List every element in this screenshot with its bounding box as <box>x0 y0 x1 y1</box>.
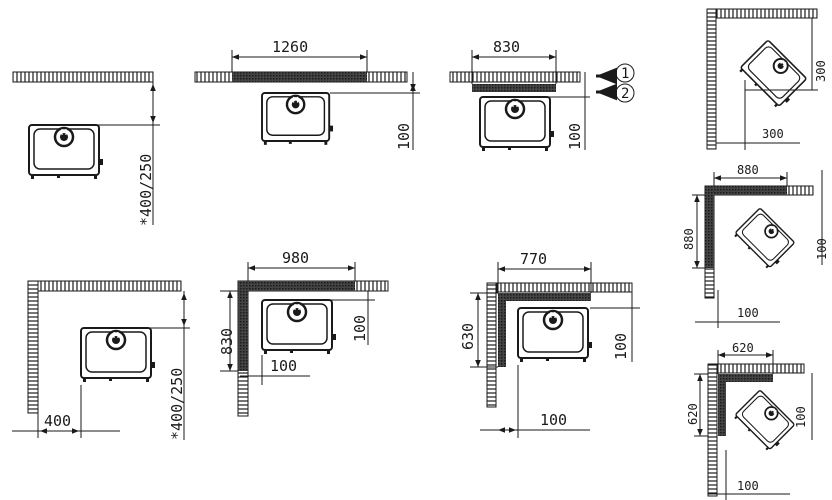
dimension-label: 100 <box>540 411 567 429</box>
heat-shield-back <box>498 293 591 301</box>
dimension-label: 100 <box>566 123 584 150</box>
callout-1: 1 <box>621 66 629 82</box>
figure-front-wall-layered: 830 100 1 2 <box>449 38 635 153</box>
heat-shield-back <box>718 374 773 382</box>
stove-icon <box>260 298 338 356</box>
heat-shield-side <box>705 186 714 268</box>
figure-front-wall-unprotected: *400/250 <box>12 71 160 226</box>
side-wall <box>707 363 718 497</box>
figure-corner-protected: 980 830 100 100 <box>218 249 389 417</box>
figure-corner-unprotected: 400 *400/250 <box>12 280 190 440</box>
heat-shield-side <box>498 293 506 367</box>
side-wall <box>27 280 39 414</box>
dimension-label: 100 <box>815 238 829 260</box>
figure-diagonal-corner-layered: 620 620 100 100 <box>686 341 813 500</box>
stove-icon <box>737 39 810 112</box>
stove-icon <box>516 306 594 364</box>
stove-icon <box>79 326 157 384</box>
dimension-label: 300 <box>814 60 828 82</box>
side-wall <box>706 8 717 150</box>
heat-shield-side <box>238 281 248 371</box>
back-wall <box>27 280 182 292</box>
side-wall <box>486 282 497 408</box>
heat-shield-back <box>248 281 355 291</box>
dimension-label: 1260 <box>272 38 308 56</box>
dimension-label: *400/250 <box>137 154 155 226</box>
dimension-label: 300 <box>762 127 784 141</box>
dimension-label: 100 <box>351 315 369 342</box>
heat-shield <box>232 72 367 82</box>
stove-icon <box>478 95 556 153</box>
heat-shield-back <box>714 186 787 195</box>
back-wall <box>707 363 805 374</box>
wall <box>12 71 154 83</box>
figure-corner-layered: 770 630 100 100 <box>459 250 640 438</box>
figure-diagonal-corner-protected: 880 880 100 100 <box>682 163 829 328</box>
dimension-label: 630 <box>459 323 477 350</box>
dimension-label: 880 <box>737 163 759 177</box>
back-wall <box>486 282 633 293</box>
dimension-label: 620 <box>732 341 754 355</box>
dimension-label: 100 <box>737 479 759 493</box>
dimension-label: 400 <box>44 412 71 430</box>
figure-diagonal-corner-unprotected: 300 300 <box>706 8 828 150</box>
dimension-label: 980 <box>282 249 309 267</box>
callout-2: 2 <box>621 86 629 102</box>
stove-icon <box>732 207 798 273</box>
dimension-label: 880 <box>682 228 696 250</box>
figure-front-wall-protected: 1260 100 <box>194 38 420 150</box>
dimension-label: 100 <box>612 333 630 360</box>
stove-icon <box>27 123 105 181</box>
heat-shield <box>472 84 556 92</box>
wall <box>449 71 581 83</box>
dimension-label: *400/250 <box>168 368 186 440</box>
back-wall <box>706 8 818 19</box>
dimension-label: 620 <box>686 403 700 425</box>
heat-shield-side <box>718 374 726 436</box>
dimension-label: 100 <box>794 406 808 428</box>
dimension-label: 830 <box>218 328 236 355</box>
dimension-label: 100 <box>737 306 759 320</box>
dimension-label: 830 <box>493 38 520 56</box>
dimension-label: 770 <box>520 250 547 268</box>
stove-icon <box>732 389 798 455</box>
dimension-label: 100 <box>395 123 413 150</box>
dimension-label: 100 <box>270 357 297 375</box>
stove-icon <box>260 91 335 147</box>
